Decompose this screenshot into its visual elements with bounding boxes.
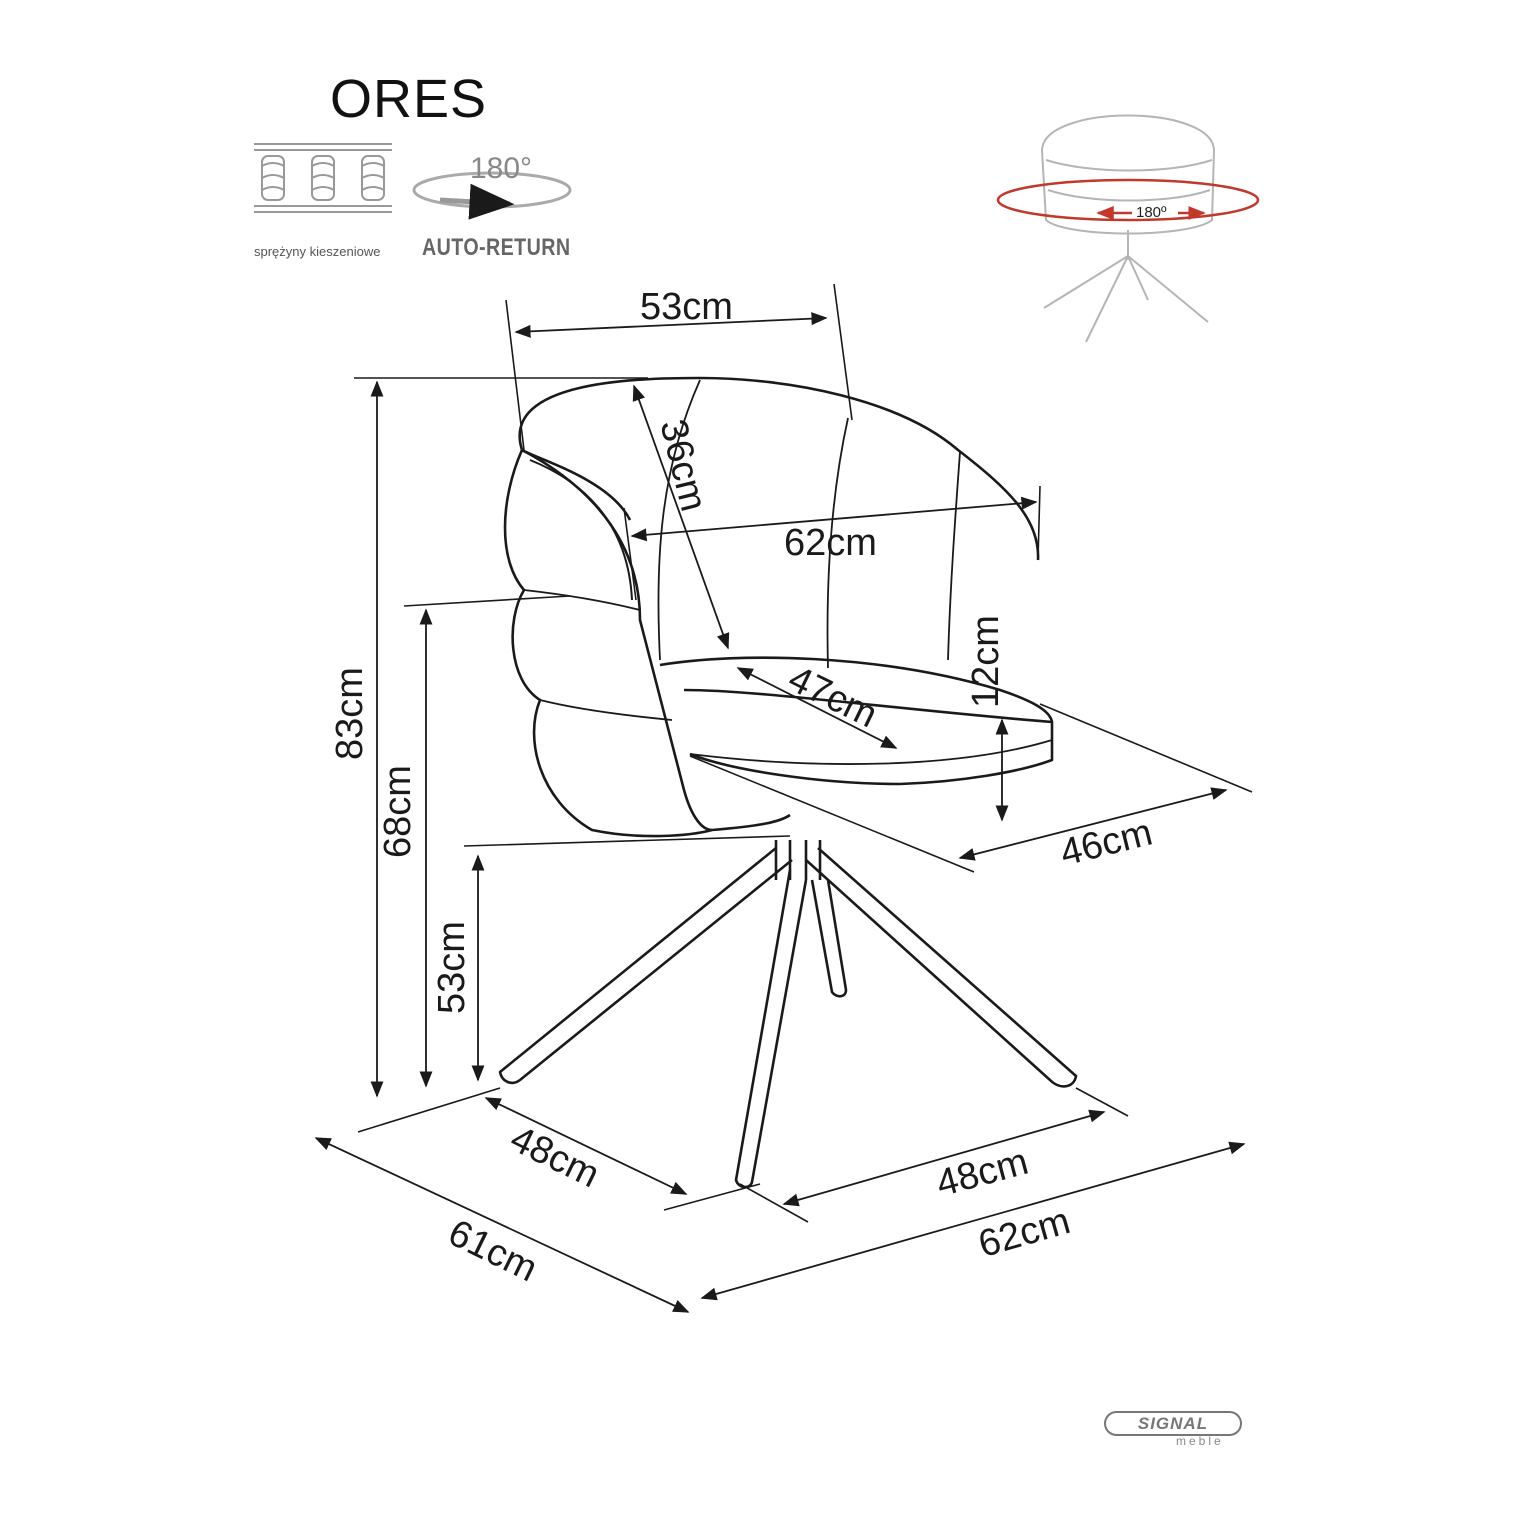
dim-line-armrest-width [630, 496, 1038, 542]
pocket-springs-icon [254, 143, 392, 213]
chair-outline [498, 376, 1078, 1189]
rotation-icon [412, 171, 572, 220]
dim-label-armrest-height: 68cm [376, 765, 419, 858]
dim-label-armrest-width: 62cm [784, 522, 877, 564]
auto-return-caption: AUTO-RETURN [422, 234, 571, 261]
dim-line-backrest-top [514, 312, 828, 338]
rotation-thumbnail [1040, 114, 1216, 343]
product-title: ORES [330, 69, 488, 129]
dimension-lines [314, 312, 1246, 1313]
dim-label-seat-height: 53cm [430, 921, 473, 1014]
rotation-degrees-label: 180° [470, 152, 533, 185]
dim-label-backrest-top: 53cm [640, 286, 733, 328]
springs-caption: sprężyny kieszeniowe [254, 244, 381, 259]
brand-logo-subtext: meble [1176, 1434, 1224, 1448]
brand-logo: SIGNAL [1104, 1411, 1242, 1436]
dim-line-seat-depth [736, 667, 898, 749]
rotation-arrow-red [996, 178, 1260, 222]
dim-label-total-height: 83cm [328, 667, 371, 760]
dim-line-seat-width [958, 787, 1228, 861]
dim-line-total-width [700, 1141, 1246, 1301]
dim-line-total-depth [314, 1137, 690, 1313]
thumbnail-rotation-label: 180º [1136, 204, 1167, 221]
extension-lines [354, 283, 1253, 1223]
dim-label-cushion-height: 12cm [964, 615, 1007, 708]
